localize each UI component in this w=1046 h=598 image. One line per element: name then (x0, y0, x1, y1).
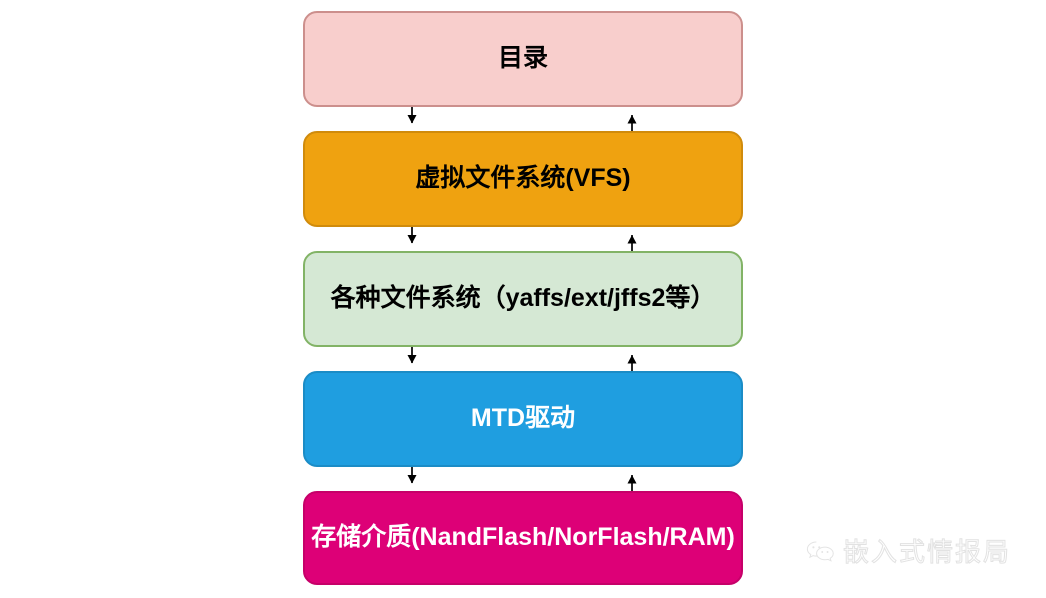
node-storage-media[interactable]: 存储介质(NandFlash/NorFlash/RAM) (303, 491, 743, 585)
watermark: 嵌入式情报局 (806, 528, 1011, 576)
node-storage-media-label: 存储介质(NandFlash/NorFlash/RAM) (311, 523, 735, 552)
node-directory-label: 目录 (497, 44, 548, 73)
wechat-icon (806, 541, 834, 562)
node-vfs-label: 虚拟文件系统(VFS) (415, 164, 631, 193)
node-directory[interactable]: 目录 (303, 11, 743, 107)
node-mtd-driver-label: MTD驱动 (470, 404, 576, 433)
node-filesystems[interactable]: 各种文件系统（yaffs/ext/jffs2等） (303, 251, 743, 347)
node-vfs[interactable]: 虚拟文件系统(VFS) (303, 131, 743, 227)
node-filesystems-label: 各种文件系统（yaffs/ext/jffs2等） (330, 284, 716, 313)
watermark-text: 嵌入式情报局 (842, 537, 1011, 567)
node-mtd-driver[interactable]: MTD驱动 (303, 371, 743, 467)
